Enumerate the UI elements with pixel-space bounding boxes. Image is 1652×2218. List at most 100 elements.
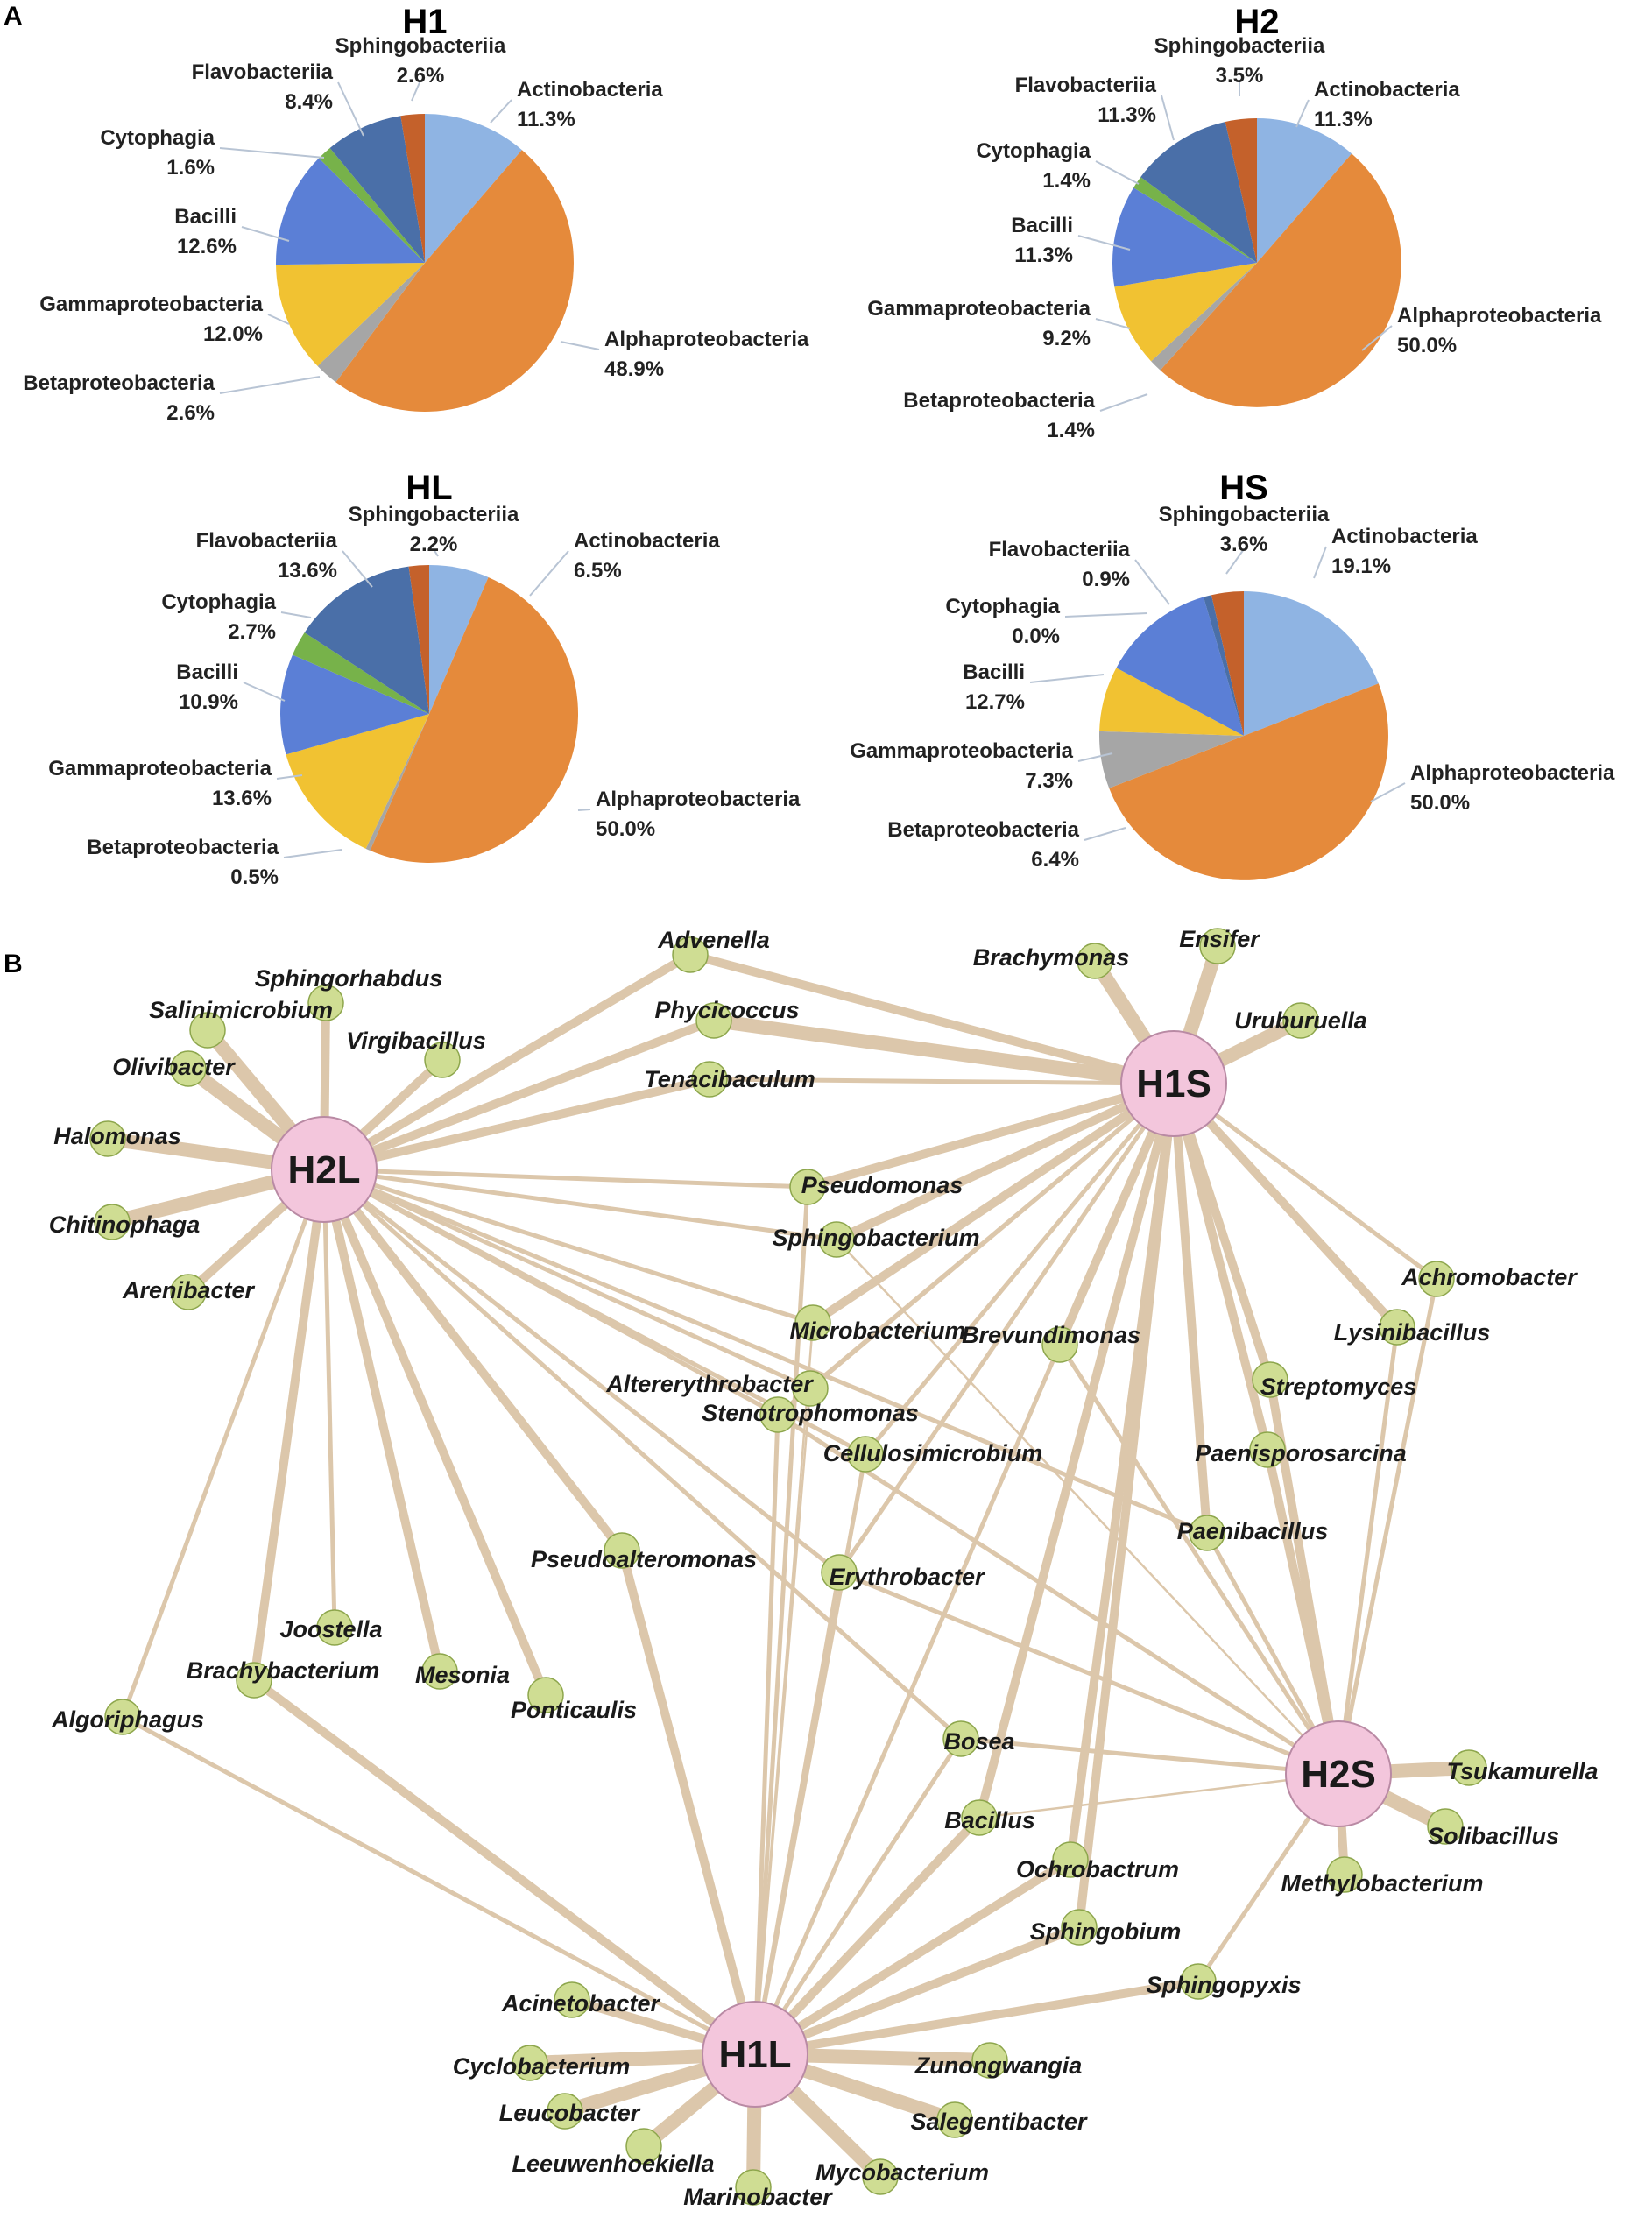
genus-node-streptomyces[interactable]: Streptomyces bbox=[1252, 1361, 1416, 1400]
genus-circle[interactable] bbox=[1379, 1309, 1415, 1346]
genus-circle[interactable] bbox=[189, 1012, 226, 1049]
hub-circle[interactable] bbox=[1285, 1720, 1392, 1827]
genus-node-zunongwangia[interactable]: Zunongwangia bbox=[914, 2042, 1082, 2079]
genus-node-salegentibacter[interactable]: Salegentibacter bbox=[910, 2101, 1088, 2138]
genus-node-pseudoalteromonas[interactable]: Pseudoalteromonas bbox=[531, 1532, 757, 1572]
genus-node-methylobacterium[interactable]: Methylobacterium bbox=[1281, 1856, 1484, 1897]
genus-node-phycicoccus[interactable]: Phycicoccus bbox=[654, 997, 800, 1039]
genus-node-brachymonas[interactable]: Brachymonas bbox=[973, 943, 1130, 979]
genus-circle[interactable] bbox=[961, 1799, 998, 1836]
hub-circle[interactable] bbox=[271, 1116, 378, 1223]
genus-circle[interactable] bbox=[236, 1662, 272, 1699]
hub-node-h1l[interactable]: H1L bbox=[702, 2001, 808, 2108]
hub-node-h2s[interactable]: H2S bbox=[1285, 1720, 1392, 1827]
genus-node-solibacillus[interactable]: Solibacillus bbox=[1427, 1808, 1559, 1849]
genus-circle[interactable] bbox=[1199, 928, 1236, 964]
genus-node-olivibacter[interactable]: Olivibacter bbox=[112, 1050, 236, 1087]
genus-circle[interactable] bbox=[936, 2101, 973, 2138]
genus-circle[interactable] bbox=[1189, 1515, 1225, 1551]
genus-circle[interactable] bbox=[821, 1554, 858, 1591]
genus-node-pseudomonas[interactable]: Pseudomonas bbox=[789, 1169, 963, 1205]
genus-circle[interactable] bbox=[971, 2042, 1008, 2079]
genus-circle[interactable] bbox=[512, 2045, 548, 2081]
genus-circle[interactable] bbox=[1180, 1963, 1217, 2000]
genus-circle[interactable] bbox=[847, 1436, 884, 1473]
genus-node-virgibacillus[interactable]: Virgibacillus bbox=[346, 1028, 486, 1078]
genus-circle[interactable] bbox=[104, 1699, 141, 1735]
genus-circle[interactable] bbox=[89, 1120, 126, 1157]
hub-node-h1s[interactable]: H1S bbox=[1120, 1030, 1227, 1137]
genus-circle[interactable] bbox=[94, 1204, 131, 1240]
genus-circle[interactable] bbox=[424, 1042, 461, 1078]
genus-circle[interactable] bbox=[1052, 1841, 1089, 1878]
genus-node-tenacibaculum[interactable]: Tenacibaculum bbox=[644, 1061, 815, 1098]
genus-circle[interactable] bbox=[421, 1653, 458, 1690]
genus-node-sphingobium[interactable]: Sphingobium bbox=[1030, 1909, 1181, 1946]
genus-node-tsukamurella[interactable]: Tsukamurella bbox=[1446, 1749, 1599, 1786]
genus-circle[interactable] bbox=[942, 1720, 979, 1757]
genus-node-bacillus[interactable]: Bacillus bbox=[944, 1799, 1035, 1836]
genus-circle[interactable] bbox=[1249, 1431, 1286, 1468]
genus-node-microbacterium[interactable]: Microbacterium bbox=[789, 1304, 966, 1344]
genus-circle[interactable] bbox=[547, 2093, 583, 2130]
genus-circle[interactable] bbox=[759, 1396, 796, 1433]
genus-node-sphingopyxis[interactable]: Sphingopyxis bbox=[1146, 1963, 1302, 2000]
genus-circle[interactable] bbox=[1326, 1856, 1363, 1893]
genus-circle[interactable] bbox=[789, 1169, 826, 1205]
genus-circle[interactable] bbox=[862, 2158, 899, 2195]
genus-circle[interactable] bbox=[695, 1002, 732, 1039]
genus-circle[interactable] bbox=[1451, 1749, 1487, 1786]
genus-node-algoriphagus[interactable]: Algoriphagus bbox=[51, 1699, 204, 1735]
genus-circle[interactable] bbox=[792, 1370, 829, 1407]
genus-circle[interactable] bbox=[672, 936, 709, 973]
genus-circle[interactable] bbox=[527, 1677, 564, 1713]
genus-node-stenotrophomonas[interactable]: Stenotrophomonas bbox=[702, 1396, 919, 1433]
genus-circle[interactable] bbox=[1252, 1361, 1288, 1398]
genus-node-salinimicrobium[interactable]: Salinimicrobium bbox=[149, 997, 333, 1049]
genus-circle[interactable] bbox=[735, 2169, 772, 2206]
genus-node-achromobacter[interactable]: Achromobacter bbox=[1401, 1261, 1578, 1297]
genus-node-paenisporosarcina[interactable]: Paenisporosarcina bbox=[1195, 1431, 1407, 1468]
genus-node-advenella[interactable]: Advenella bbox=[657, 927, 770, 973]
genus-node-brevundimonas[interactable]: Brevundimonas bbox=[962, 1322, 1140, 1363]
genus-circle[interactable] bbox=[307, 985, 344, 1021]
genus-circle[interactable] bbox=[554, 1981, 590, 2018]
genus-node-bosea[interactable]: Bosea bbox=[942, 1720, 1015, 1757]
genus-circle[interactable] bbox=[604, 1532, 640, 1569]
genus-circle[interactable] bbox=[170, 1274, 207, 1310]
genus-node-cyclobacterium[interactable]: Cyclobacterium bbox=[453, 2045, 631, 2081]
genus-circle[interactable] bbox=[1418, 1261, 1455, 1297]
genus-node-ochrobactrum[interactable]: Ochrobactrum bbox=[1016, 1841, 1179, 1882]
genus-circle[interactable] bbox=[794, 1304, 831, 1341]
genus-node-altererythrobacter[interactable]: Altererythrobacter bbox=[605, 1370, 829, 1407]
genus-node-halomonas[interactable]: Halomonas bbox=[53, 1120, 181, 1157]
genus-circle[interactable] bbox=[1427, 1808, 1464, 1845]
genus-node-mesonia[interactable]: Mesonia bbox=[415, 1653, 510, 1690]
genus-node-uruburuella[interactable]: Uruburuella bbox=[1234, 1002, 1367, 1039]
genus-node-chitinophaga[interactable]: Chitinophaga bbox=[49, 1204, 200, 1240]
hub-circle[interactable] bbox=[702, 2001, 808, 2108]
genus-circle[interactable] bbox=[818, 1221, 855, 1258]
genus-circle[interactable] bbox=[170, 1050, 207, 1087]
genus-node-sphingorhabdus[interactable]: Sphingorhabdus bbox=[255, 965, 442, 1021]
genus-node-joostella[interactable]: Joostella bbox=[279, 1609, 383, 1646]
genus-node-leucobacter[interactable]: Leucobacter bbox=[499, 2093, 641, 2130]
genus-circle[interactable] bbox=[1061, 1909, 1098, 1946]
genus-node-ponticaulis[interactable]: Ponticaulis bbox=[511, 1677, 637, 1723]
genus-node-arenibacter[interactable]: Arenibacter bbox=[122, 1274, 256, 1310]
genus-node-sphingobacterium[interactable]: Sphingobacterium bbox=[772, 1221, 980, 1258]
genus-circle[interactable] bbox=[691, 1061, 728, 1098]
genus-circle[interactable] bbox=[316, 1609, 353, 1646]
genus-node-brachybacterium[interactable]: Brachybacterium bbox=[187, 1657, 380, 1699]
genus-node-lysinibacillus[interactable]: Lysinibacillus bbox=[1334, 1309, 1491, 1346]
genus-node-mycobacterium[interactable]: Mycobacterium bbox=[815, 2158, 989, 2195]
genus-circle[interactable] bbox=[1282, 1002, 1319, 1039]
genus-node-paenibacillus[interactable]: Paenibacillus bbox=[1177, 1515, 1329, 1551]
genus-node-marinobacter[interactable]: Marinobacter bbox=[683, 2169, 833, 2210]
genus-node-leeuwenhoekiella[interactable]: Leeuwenhoekiella bbox=[512, 2128, 715, 2177]
hub-circle[interactable] bbox=[1120, 1030, 1227, 1137]
genus-circle[interactable] bbox=[1041, 1326, 1078, 1363]
genus-node-ensifer[interactable]: Ensifer bbox=[1179, 926, 1260, 964]
genus-circle[interactable] bbox=[625, 2128, 662, 2165]
hub-node-h2l[interactable]: H2L bbox=[271, 1116, 378, 1223]
